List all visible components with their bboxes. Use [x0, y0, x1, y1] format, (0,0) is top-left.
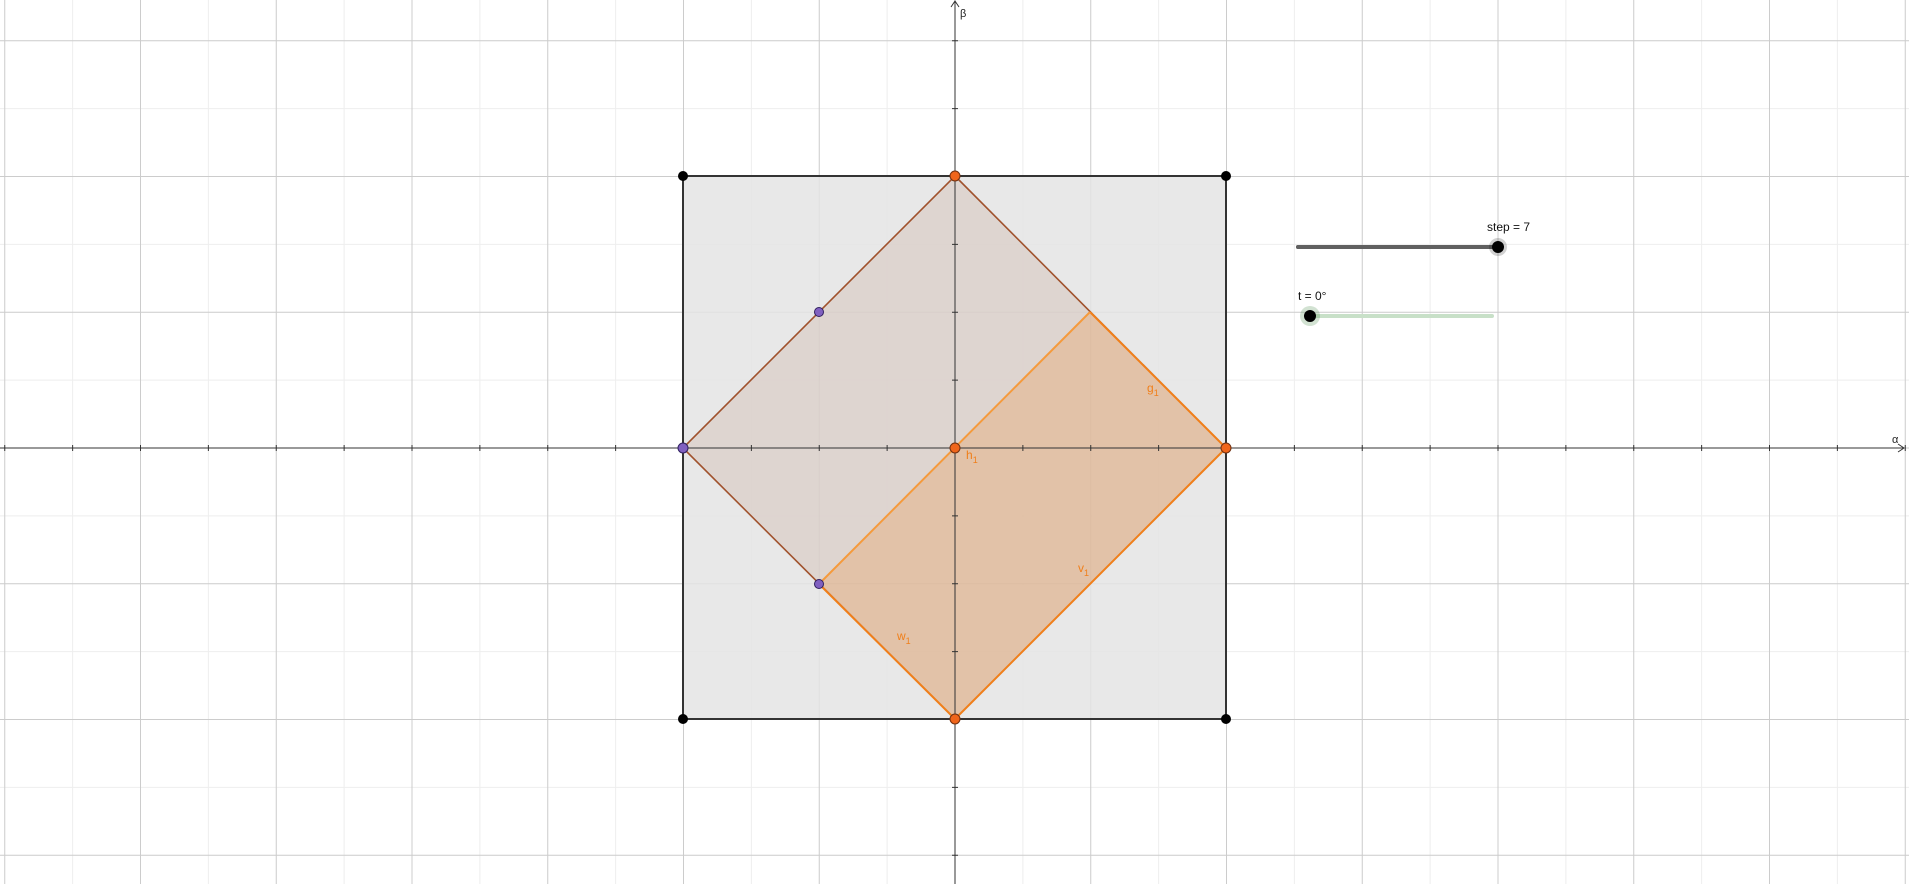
point-diamond-bottom[interactable]: [949, 713, 961, 725]
label-v1: v1: [1078, 561, 1089, 578]
segment-w1[interactable]: [818, 583, 956, 720]
segment-v1[interactable]: [954, 447, 1227, 720]
label-h1: h1: [966, 448, 978, 465]
point-square-bottom-left[interactable]: [678, 714, 688, 724]
point-diamond-right[interactable]: [1220, 442, 1232, 454]
y-axis-arrow: [950, 0, 960, 8]
point-diamond-top[interactable]: [949, 170, 961, 182]
orange-rectangle[interactable]: [819, 312, 1226, 719]
slider-step-label: step = 7: [1487, 220, 1530, 234]
segment-g1[interactable]: [1089, 311, 1227, 449]
x-axis-arrow: [1897, 443, 1905, 453]
point-square-bottom-right[interactable]: [1221, 714, 1231, 724]
slider-t-handle[interactable]: [1304, 310, 1316, 322]
slider-step[interactable]: step = 7: [1296, 220, 1530, 256]
label-g1: g1: [1147, 381, 1159, 398]
point-square-top-left[interactable]: [678, 171, 688, 181]
slider-t[interactable]: t = 0°: [1298, 289, 1494, 326]
point-origin[interactable]: [949, 442, 961, 454]
point-lower-left-mid[interactable]: [814, 579, 824, 589]
label-w1: w1: [896, 629, 911, 646]
slider-t-label: t = 0°: [1298, 289, 1327, 303]
slider-step-handle[interactable]: [1492, 241, 1504, 253]
y-axis-label: β: [960, 8, 966, 20]
x-axis-label: α: [1892, 434, 1899, 446]
point-square-top-right[interactable]: [1221, 171, 1231, 181]
point-diamond-left[interactable]: [677, 442, 689, 454]
point-upper-left-mid[interactable]: [814, 307, 824, 317]
